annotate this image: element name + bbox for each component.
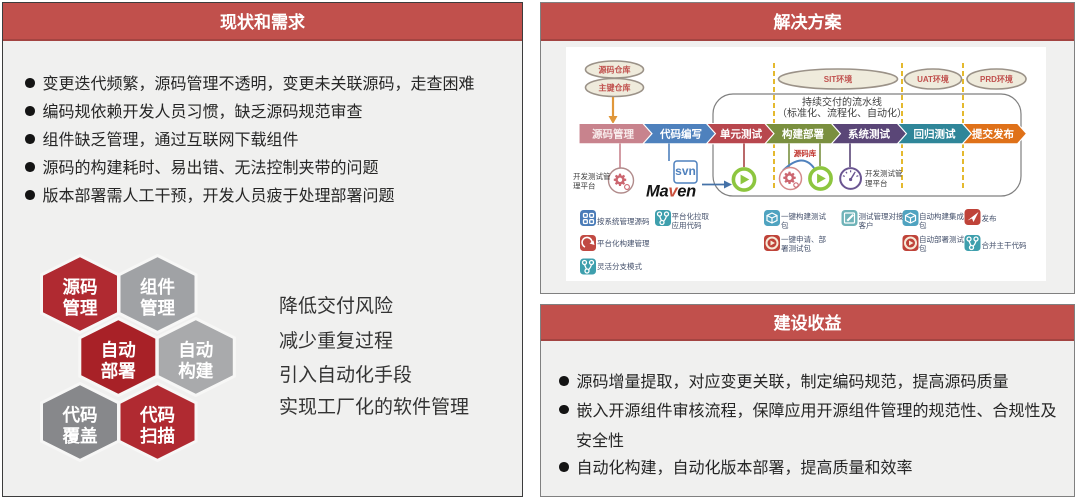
svg-text:持续交付的流水线: 持续交付的流水线: [802, 96, 882, 109]
svg-text:SIT环境: SIT环境: [824, 74, 852, 84]
svg-text:构建部署: 构建部署: [782, 128, 824, 141]
svg-text:管理: 管理: [63, 298, 98, 318]
svg-text:提交发布: 提交发布: [972, 128, 1014, 141]
svg-text:回归测试: 回归测试: [914, 128, 956, 141]
svg-text:代码编写: 代码编写: [659, 128, 702, 141]
svg-text:代码: 代码: [139, 405, 175, 425]
svg-text:开发测试管: 开发测试管: [573, 171, 611, 181]
svg-text:源码仓库: 源码仓库: [599, 65, 631, 75]
svg-text:源码: 源码: [63, 277, 98, 297]
svg-text:svn: svn: [675, 164, 696, 178]
svg-text:代码: 代码: [62, 405, 98, 425]
svg-text:组件: 组件: [140, 277, 175, 297]
svg-text:PRD环境: PRD环境: [980, 74, 1013, 84]
svg-text:部署: 部署: [101, 361, 136, 381]
svg-text:管理: 管理: [140, 298, 175, 318]
svg-text:覆盖: 覆盖: [63, 426, 98, 446]
svg-text:自动: 自动: [178, 340, 213, 360]
svg-text:Maven: Maven: [646, 183, 696, 201]
svg-text:主键仓库: 主键仓库: [599, 83, 631, 93]
svg-text:单元测试: 单元测试: [720, 128, 762, 141]
svg-text:开发测试管: 开发测试管: [865, 168, 903, 178]
svg-text:扫描: 扫描: [140, 426, 175, 446]
svg-text:构建: 构建: [178, 361, 213, 381]
svg-text:UAT环境: UAT环境: [917, 74, 949, 84]
svg-text:自动: 自动: [101, 340, 136, 360]
svg-text:系统测试: 系统测试: [848, 128, 890, 141]
svg-text:理平台: 理平台: [865, 178, 888, 188]
svg-text:（标准化、流程化、自动化）: （标准化、流程化、自动化）: [777, 107, 907, 120]
svg-text:源码库: 源码库: [794, 148, 817, 158]
svg-text:源码管理: 源码管理: [592, 128, 634, 141]
svg-text:理平台: 理平台: [573, 181, 596, 191]
